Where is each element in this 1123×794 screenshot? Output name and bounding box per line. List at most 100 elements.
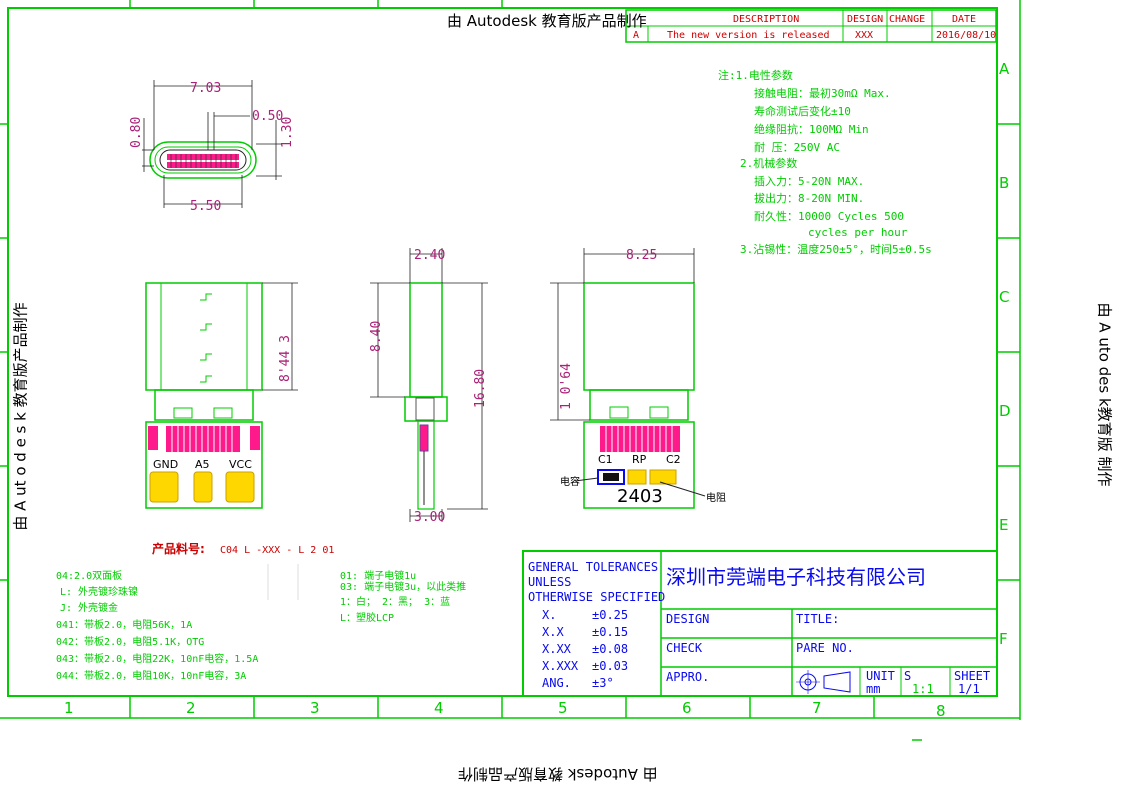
option-line: 01: 端子电镀1u (340, 569, 416, 582)
scale-value: 1:1 (912, 682, 934, 696)
rev-description: The new version is released (667, 30, 830, 41)
rev-header-date: DATE (952, 14, 976, 25)
option-line: 043：带板2.0，电阻22K，10nF电容，1.5A (56, 652, 258, 665)
part-number-value: C04 L -XXX - L 2 01 (220, 545, 334, 556)
part-number-label: 产品料号: (152, 541, 205, 556)
title-label: TITLE: (796, 612, 839, 626)
pcb-res-label: 电阻 (706, 491, 726, 504)
notes: 注:1.电性参数 接触电阻：最初30mΩ Max. 寿命测试后变化±10 绝缘阻… (718, 68, 932, 256)
sheet-label: SHEET (954, 669, 990, 683)
col-label: 3 (310, 699, 320, 717)
rev-header-design: DESIGN (847, 14, 883, 25)
dim-side-width: 2.40 (414, 248, 445, 263)
revision-block: DESCRIPTION DESIGN CHANGE DATE A The new… (625, 9, 997, 43)
unit-label: UNIT (866, 669, 895, 683)
front-view: GND A5 VCC 8'44 3 (145, 282, 298, 509)
pcb-c2: C2 (666, 453, 681, 466)
note-line: 插入力：5-20N MAX. (754, 174, 864, 188)
note-line: 绝缘阻抗：100MΩ Min (754, 122, 869, 136)
side-view: 2.40 8.40 16.80 3.00 (369, 248, 488, 525)
option-line: 1：白； 2：黑； 3：蓝 (340, 595, 450, 608)
col-label: 4 (434, 699, 444, 717)
pcb-vcc: VCC (229, 458, 252, 471)
note-line: cycles per hour (808, 226, 908, 239)
unit-value: mm (866, 682, 880, 696)
option-line: 042：带板2.0，电阻5.1K，OTG (56, 635, 204, 648)
dim-pitch: 0.50 (252, 109, 283, 124)
note-line: 耐 压：250V AC (754, 141, 840, 154)
row-label: B (999, 174, 1009, 192)
row-label: C (999, 288, 1009, 306)
options-mid: 01: 端子电镀1u 03: 端子电镀3u，以此类推 1：白； 2：黑； 3：蓝… (340, 569, 466, 624)
pcb-gnd: GND (153, 458, 178, 471)
option-line: 044：带板2.0，电阻10K，10nF电容，3A (56, 669, 246, 682)
watermark-right: 由 A uto des k教育版 制作 (1095, 302, 1114, 487)
tol-key: X. (542, 608, 556, 622)
tol-value: ±0.08 (592, 642, 628, 656)
tol-key: ANG. (542, 676, 571, 690)
tol-value: ±0.03 (592, 659, 628, 673)
col-label: 6 (682, 699, 692, 717)
tol-key: X.XX (542, 642, 572, 656)
row-label: E (999, 516, 1008, 534)
row-label: D (999, 402, 1011, 420)
pcb-cap-label: 电容 (560, 475, 580, 488)
pcb-c1: C1 (598, 453, 613, 466)
note-line: 接触电阻：最初30mΩ Max. (754, 86, 891, 100)
scale-label: S (904, 669, 911, 683)
rev-design: XXX (855, 30, 873, 41)
rev-letter: A (633, 30, 639, 41)
col-label: 7 (812, 699, 822, 717)
tol-value: ±3° (592, 676, 614, 690)
dim-side-h2: 16.80 (473, 369, 488, 408)
note-line: 拔出力：8-20N MIN. (754, 191, 864, 205)
dim-back-width: 8.25 (626, 248, 657, 263)
col-label: 8 (936, 702, 946, 720)
dim-side-bottom: 3.00 (414, 510, 445, 525)
zone-ticks (0, 0, 1020, 718)
tol-value: ±0.25 (592, 608, 628, 622)
option-line: J: 外壳镀金 (60, 601, 118, 614)
note-line: 寿命测试后变化±10 (754, 104, 851, 118)
option-line: L: 外壳镀珍珠镍 (60, 585, 138, 598)
note-line: 3.沾锡性：温度250±5°，时间5±0.5s (740, 242, 932, 256)
col-label: 1 (64, 699, 74, 717)
rev-header-description: DESCRIPTION (733, 14, 799, 25)
row-label: A (999, 60, 1010, 78)
option-line: 041：带板2.0，电阻56K，1A (56, 618, 192, 631)
row-label: F (999, 630, 1008, 648)
dim-front-left-h: 8'44 3 (278, 335, 293, 382)
col-label: 2 (186, 699, 196, 717)
tol-key: X.XXX (542, 659, 579, 673)
col-label: 5 (558, 699, 568, 717)
company-name: 深圳市莞端电子科技有限公司 (666, 565, 926, 589)
end-view: 7.03 0.50 5.50 0.80 1.30 (129, 80, 295, 214)
sheet-value: 1/1 (958, 682, 980, 696)
option-line: 04:2.0双面板 (56, 569, 122, 582)
projection-symbol (796, 670, 851, 694)
dim-width-bottom: 5.50 (190, 199, 221, 214)
design-label: DESIGN (666, 612, 709, 626)
tol-value: ±0.15 (592, 625, 628, 639)
watermark-top: 由 Autodesk 教育版产品制作 (447, 12, 647, 30)
notes-title: 注:1.电性参数 (718, 68, 793, 82)
note-line: 耐久性：10000 Cycles 500 (754, 209, 904, 223)
appro-label: APPRO. (666, 670, 709, 684)
dim-width-top: 7.03 (190, 81, 221, 96)
pcb-a5: A5 (195, 458, 210, 471)
pcb-code: 2403 (617, 486, 663, 507)
title-block: GENERAL TOLERANCES UNLESS OTHERWISE SPEC… (522, 550, 998, 697)
dim-back-h: 1 0'64 (559, 363, 574, 410)
tol-key: X.X (542, 625, 564, 639)
dim-height-left: 0.80 (129, 117, 144, 148)
tol-header-2: UNLESS (528, 575, 571, 589)
rev-date: 2016/08/10 (936, 30, 996, 41)
back-view: C1 RP C2 2403 电容 电阻 8.25 1 0'64 (550, 248, 726, 509)
dim-height-right: 1.30 (280, 117, 295, 148)
part-no-label: PARE NO. (796, 641, 854, 655)
options-left: 04:2.0双面板 L: 外壳镀珍珠镍 J: 外壳镀金 041：带板2.0，电阻… (56, 569, 258, 682)
check-label: CHECK (666, 641, 703, 655)
option-line: L：塑胶LCP (340, 611, 394, 624)
tol-header-3: OTHERWISE SPECIFIED (528, 590, 665, 604)
